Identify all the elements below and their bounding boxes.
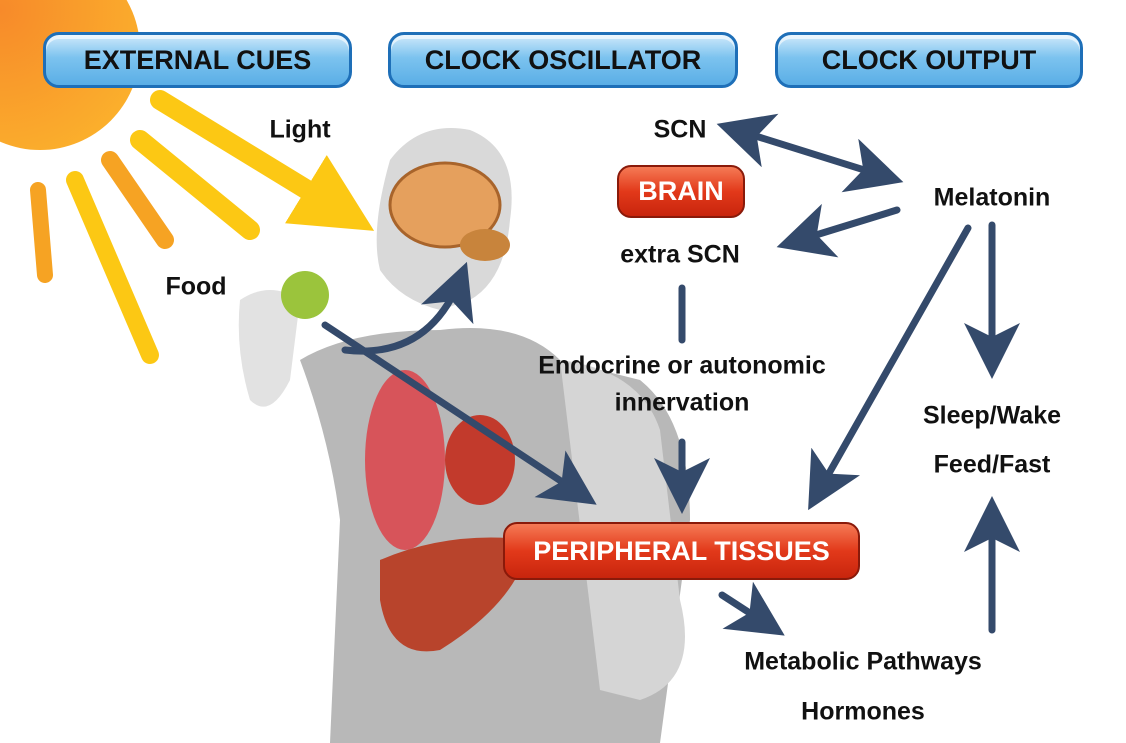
brain-organ-icon <box>388 161 502 249</box>
label-light: Light <box>269 115 331 144</box>
label-sleep-wake: Sleep/Wake <box>922 401 1062 430</box>
arrow-melatonin-peripheral <box>808 224 972 511</box>
liver-icon <box>380 537 530 652</box>
lungs-icon <box>365 370 445 550</box>
label-food: Food <box>165 272 227 301</box>
label-hormones: Hormones <box>801 697 925 726</box>
sun-rays <box>30 90 375 364</box>
header-clock-output: CLOCK OUTPUT <box>775 32 1083 88</box>
brain-box: BRAIN <box>617 165 745 218</box>
label-extra-scn: extra SCN <box>620 240 740 269</box>
label-feed-fast: Feed/Fast <box>933 450 1051 479</box>
apple-icon <box>281 271 329 319</box>
label-endocrine: Endocrine or autonomic <box>538 351 826 380</box>
label-melatonin: Melatonin <box>933 183 1051 212</box>
arrow-food-brain <box>341 261 474 355</box>
header-clock-oscillator: CLOCK OSCILLATOR <box>388 32 738 88</box>
label-metabolic-pathways: Metabolic Pathways <box>744 647 982 676</box>
peripheral-tissues-box: PERIPHERAL TISSUES <box>503 522 860 580</box>
cerebellum-icon <box>460 229 510 261</box>
arrow-scn-melatonin <box>716 113 904 193</box>
label-scn: SCN <box>653 115 707 144</box>
arrow-peripheral-metabolic <box>718 581 785 636</box>
arrows <box>321 113 1020 636</box>
header-external-cues: EXTERNAL CUES <box>43 32 352 88</box>
arrow-melatonin-extra-scn <box>776 203 901 258</box>
label-innervation: innervation <box>614 388 750 417</box>
